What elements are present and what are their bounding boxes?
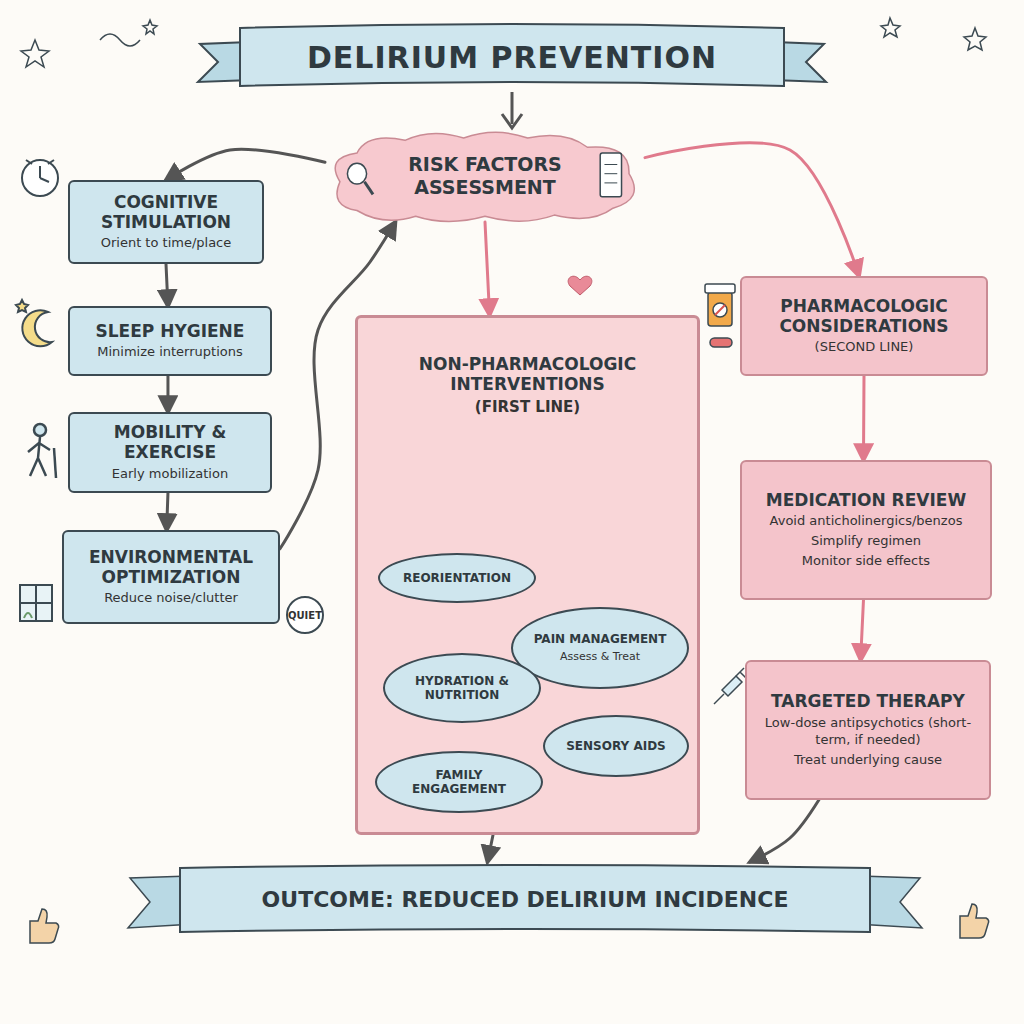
node-heading: NON-PHARMACOLOGIC INTERVENTIONS <box>374 354 681 395</box>
node-heading: TARGETED THERAPY <box>771 691 965 711</box>
flow-arrow <box>485 222 490 315</box>
stars <box>100 34 140 46</box>
node-heading: PAIN MANAGEMENT <box>534 632 667 646</box>
intervention-ellipse: FAMILY ENGAGEMENT <box>375 751 543 813</box>
node-body: Avoid anticholinergics/benzos <box>770 513 963 530</box>
moon-icon <box>16 300 52 346</box>
process-box: MOBILITY & EXERCISE Early mobilization <box>68 412 272 493</box>
diagram-title: DELIRIUM PREVENTION <box>250 30 774 84</box>
process-box: ENVIRONMENTAL OPTIMIZATION Reduce noise/c… <box>62 530 280 624</box>
node-body: (SECOND LINE) <box>815 339 914 356</box>
node-heading: MOBILITY & EXERCISE <box>80 422 260 463</box>
window-icon <box>24 613 32 618</box>
clipboard-icon <box>604 165 617 183</box>
heart-icon <box>568 276 592 295</box>
pill-bottle-icon <box>708 292 732 326</box>
moon-icon <box>16 300 28 312</box>
pill-bottle-icon <box>710 338 732 347</box>
clock-icon <box>22 160 58 196</box>
node-heading: REORIENTATION <box>403 571 511 585</box>
node-heading: OUTCOME: REDUCED DELIRIUM INCIDENCE <box>262 887 789 913</box>
flow-arrow <box>166 264 168 306</box>
cloud-outline <box>335 132 634 221</box>
outcome-ribbon: OUTCOME: REDUCED DELIRIUM INCIDENCE <box>150 862 900 938</box>
stars <box>964 28 986 50</box>
node-heading: COGNITIVE STIMULATION <box>80 192 252 233</box>
moon-icon <box>22 310 52 346</box>
window-icon <box>20 585 52 621</box>
process-box: TARGETED THERAPY Low-dose antipsychotics … <box>745 660 991 800</box>
process-box: MEDICATION REVIEW Avoid anticholinergics/… <box>740 460 992 600</box>
clock-icon <box>26 160 54 164</box>
node-body: Minimize interruptions <box>97 344 242 361</box>
node-body: Treat underlying cause <box>794 752 942 769</box>
node-heading: MEDICATION REVIEW <box>766 490 966 510</box>
intervention-ellipse: REORIENTATION <box>378 553 536 603</box>
process-box: COGNITIVE STIMULATION Orient to time/plac… <box>68 180 264 264</box>
node-body: Early mobilization <box>112 466 228 483</box>
stars <box>143 20 157 34</box>
heart-icon <box>568 276 592 295</box>
node-body: Simplify regimen <box>811 533 921 550</box>
clipboard-icon <box>600 153 621 197</box>
title-ribbon <box>240 24 784 86</box>
flow-arrow <box>861 600 864 660</box>
node-body: Assess & Treat <box>560 650 640 664</box>
pill-bottle-icon <box>713 303 727 317</box>
flow-arrow <box>750 800 819 862</box>
stars <box>21 40 49 67</box>
flow-arrow <box>166 149 325 180</box>
stars <box>881 18 900 37</box>
clock-icon <box>22 160 58 196</box>
node-heading: SENSORY AIDS <box>566 739 666 753</box>
node-heading: RISK FACTORS ASSESSMENT <box>395 153 575 199</box>
process-box: SLEEP HYGIENE Minimize interruptions <box>68 306 272 376</box>
magnifier-icon <box>364 182 373 195</box>
window-icon <box>20 585 52 621</box>
ribbon-outline <box>180 865 870 932</box>
node-body: Monitor side effects <box>802 553 930 570</box>
node-body: Reduce noise/clutter <box>104 590 238 607</box>
node-heading: SLEEP HYGIENE <box>96 321 245 341</box>
intervention-ellipse: HYDRATION & NUTRITION <box>383 653 541 723</box>
flow-arrow <box>167 493 168 530</box>
thumbs-icons <box>960 904 989 938</box>
person-icon <box>28 424 56 478</box>
title-arrow <box>502 114 522 128</box>
title-arrow <box>511 92 514 124</box>
thumbs-icons <box>30 909 59 943</box>
flow-arrow <box>166 376 169 412</box>
node-heading: HYDRATION & NUTRITION <box>405 674 519 703</box>
node-heading: PHARMACOLOGIC CONSIDERATIONS <box>752 296 976 337</box>
pill-bottle-icon <box>705 284 735 293</box>
person-icon <box>34 424 46 436</box>
magnifier-icon <box>347 163 366 184</box>
window-icon <box>20 585 52 621</box>
pill-bottle-icon <box>705 284 735 347</box>
sign-label: QUIET <box>286 596 324 634</box>
process-box: PHARMACOLOGIC CONSIDERATIONS (SECOND LINE… <box>740 276 988 376</box>
assessment-cloud: RISK FACTORS ASSESSMENT <box>325 130 645 222</box>
syringe-icon <box>722 676 742 696</box>
pill-bottle-icon <box>715 305 725 315</box>
title-ribbon <box>198 24 826 86</box>
intervention-panel: NON-PHARMACOLOGIC INTERVENTIONS (FIRST LI… <box>355 315 700 835</box>
syringe-icon <box>714 668 746 704</box>
flow-arrow <box>645 143 859 276</box>
title-arrow <box>502 92 522 128</box>
node-body: Orient to time/place <box>101 235 232 252</box>
flow-arrow <box>862 376 866 460</box>
intervention-ellipse: SENSORY AIDS <box>543 715 689 777</box>
flow-arrow <box>488 835 494 862</box>
node-heading: ENVIRONMENTAL OPTIMIZATION <box>74 547 268 588</box>
node-body: Low-dose antipsychotics (short-term, if … <box>757 715 979 749</box>
syringe-icon <box>714 694 724 704</box>
person-icon <box>54 448 56 478</box>
intervention-ellipse: PAIN MANAGEMENT Assess & Treat <box>511 607 689 689</box>
node-heading: FAMILY ENGAGEMENT <box>397 768 521 797</box>
person-icon <box>28 437 50 476</box>
node-body: (FIRST LINE) <box>475 398 580 418</box>
clock-icon <box>40 166 49 182</box>
